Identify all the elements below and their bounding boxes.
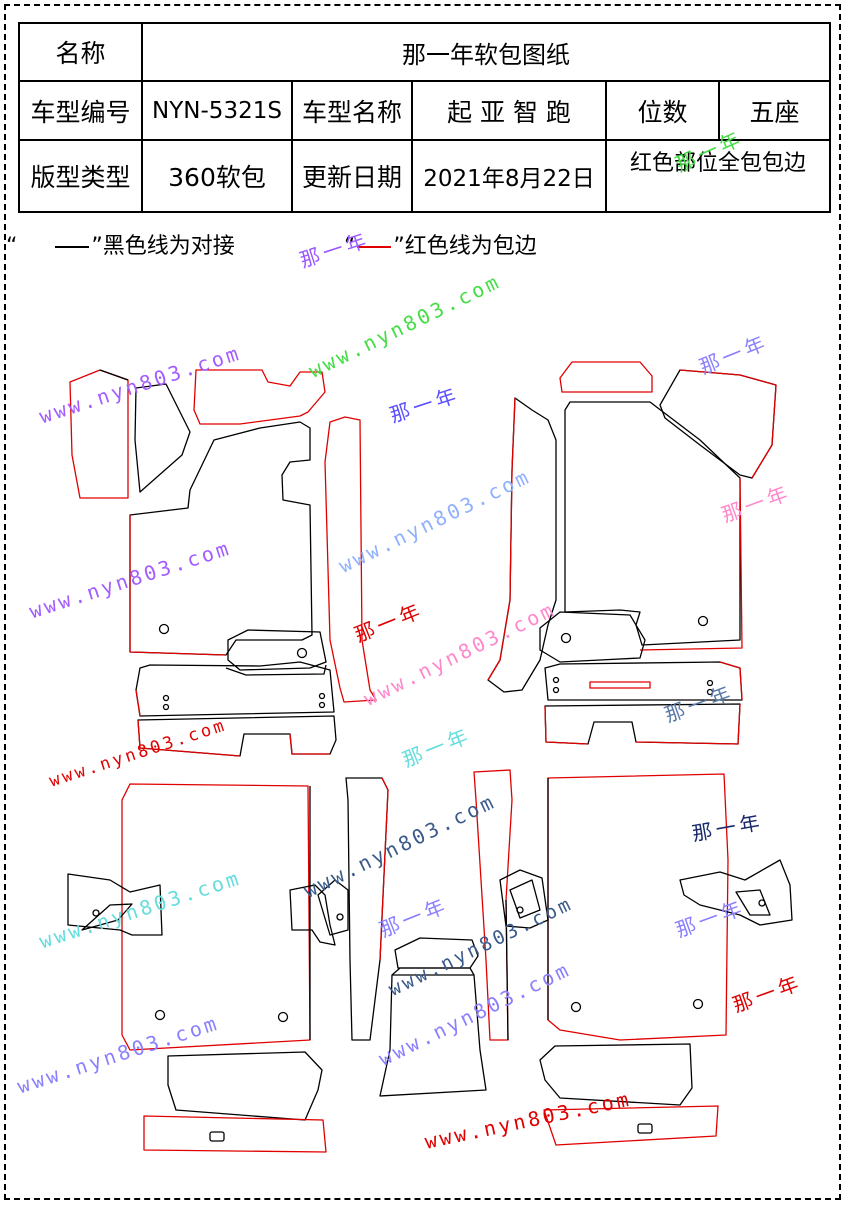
- rear-right-pieces: [473, 769, 793, 1146]
- pattern-hole: [296, 647, 308, 659]
- pattern-piece: [539, 611, 646, 663]
- pattern-piece: [345, 777, 389, 1041]
- pattern-hole: [318, 692, 326, 700]
- pattern-piece: [487, 397, 516, 681]
- pattern-hole: [277, 1011, 289, 1023]
- pattern-hole: [697, 615, 709, 627]
- pattern-piece: [394, 937, 479, 969]
- pattern-hole: [552, 676, 560, 684]
- pattern-piece: [735, 889, 771, 916]
- legend-red: “ ”红色线为包边: [344, 228, 537, 260]
- version-label: 版型类型: [18, 139, 143, 213]
- pattern-hole: [162, 694, 170, 702]
- legend-black-open: “: [6, 234, 18, 259]
- pattern-piece: [317, 879, 349, 936]
- pattern-hole: [516, 906, 524, 914]
- front-left-pieces: [69, 369, 377, 757]
- date-value: 2021年8月22日: [411, 139, 607, 213]
- pattern-piece: [324, 416, 377, 703]
- name-label: 名称: [18, 22, 143, 82]
- pattern-hole: [692, 998, 704, 1010]
- pattern-piece: [135, 661, 335, 717]
- pattern-piece: [135, 689, 141, 717]
- pattern-piece: [193, 369, 326, 425]
- pattern-hole: [318, 701, 326, 709]
- pattern-piece: [289, 884, 336, 946]
- pattern-piece: [679, 859, 793, 926]
- date-label: 更新日期: [291, 139, 413, 213]
- rear-left-pieces: [67, 777, 389, 1153]
- rear-center-pieces: [379, 937, 487, 1097]
- legend-black: “ ”黑色线为对接: [6, 228, 235, 260]
- pattern-piece: [121, 783, 311, 1051]
- pattern-piece: [679, 369, 777, 479]
- pattern-hole: [92, 909, 100, 917]
- pattern-piece: [544, 703, 741, 745]
- pattern-slot: [637, 1123, 653, 1134]
- pattern-piece: [719, 661, 743, 701]
- legend-red-text: ”红色线为包边: [393, 234, 537, 259]
- pattern-hole: [570, 1001, 582, 1013]
- version-value: 360软包: [141, 139, 293, 213]
- red-line-sample: [357, 246, 392, 248]
- pattern-piece: [137, 719, 330, 757]
- pattern-hole: [706, 688, 714, 696]
- pattern-piece: [129, 515, 227, 656]
- model-name-label: 车型名称: [291, 80, 413, 141]
- pattern-piece: [391, 967, 475, 976]
- pattern-piece: [659, 369, 777, 479]
- pattern-piece: [227, 629, 327, 671]
- pattern-piece: [379, 777, 389, 961]
- model-code-label: 车型编号: [18, 80, 143, 141]
- pattern-hole: [706, 679, 714, 687]
- model-code-value: NYN-5321S: [141, 80, 293, 141]
- pattern-piece: [129, 421, 313, 656]
- pattern-piece: [539, 1043, 693, 1106]
- pattern-piece: [81, 903, 133, 931]
- page-border: [4, 4, 841, 1200]
- pattern-hole: [336, 913, 344, 921]
- pattern-hole: [158, 623, 170, 635]
- legend-black-text: ”黑色线为对接: [91, 234, 235, 259]
- pattern-piece: [543, 1105, 719, 1146]
- pattern-piece: [167, 1051, 323, 1121]
- pattern-hole: [154, 1009, 166, 1021]
- pattern-hole: [162, 703, 170, 711]
- seats-label: 位数: [605, 80, 720, 141]
- pattern-piece: [547, 773, 729, 1041]
- pattern-piece: [225, 664, 327, 676]
- pattern-piece: [505, 899, 509, 1041]
- pattern-piece: [99, 369, 129, 381]
- model-name-value: 起 亚 智 跑: [411, 80, 607, 141]
- front-right-pieces: [487, 361, 777, 745]
- black-line-sample: [55, 246, 90, 248]
- spec-table: 名称 那一年软包图纸 车型编号 NYN-5321S 车型名称 起 亚 智 跑 位…: [18, 22, 831, 213]
- note-value: 红色部位全包包边: [605, 139, 831, 213]
- pattern-piece: [559, 361, 653, 393]
- seats-value: 五座: [718, 80, 831, 141]
- legend-red-open: “: [344, 234, 356, 259]
- pattern-slot: [589, 681, 651, 689]
- pattern-piece: [143, 1115, 327, 1153]
- pattern-piece: [134, 383, 191, 493]
- name-value: 那一年软包图纸: [141, 22, 831, 82]
- pattern-slot: [209, 1131, 225, 1142]
- pattern-hole: [758, 899, 766, 907]
- pattern-piece: [639, 477, 743, 651]
- pattern-hole: [560, 632, 572, 644]
- pattern-hole: [552, 686, 560, 694]
- pattern-piece: [564, 401, 741, 646]
